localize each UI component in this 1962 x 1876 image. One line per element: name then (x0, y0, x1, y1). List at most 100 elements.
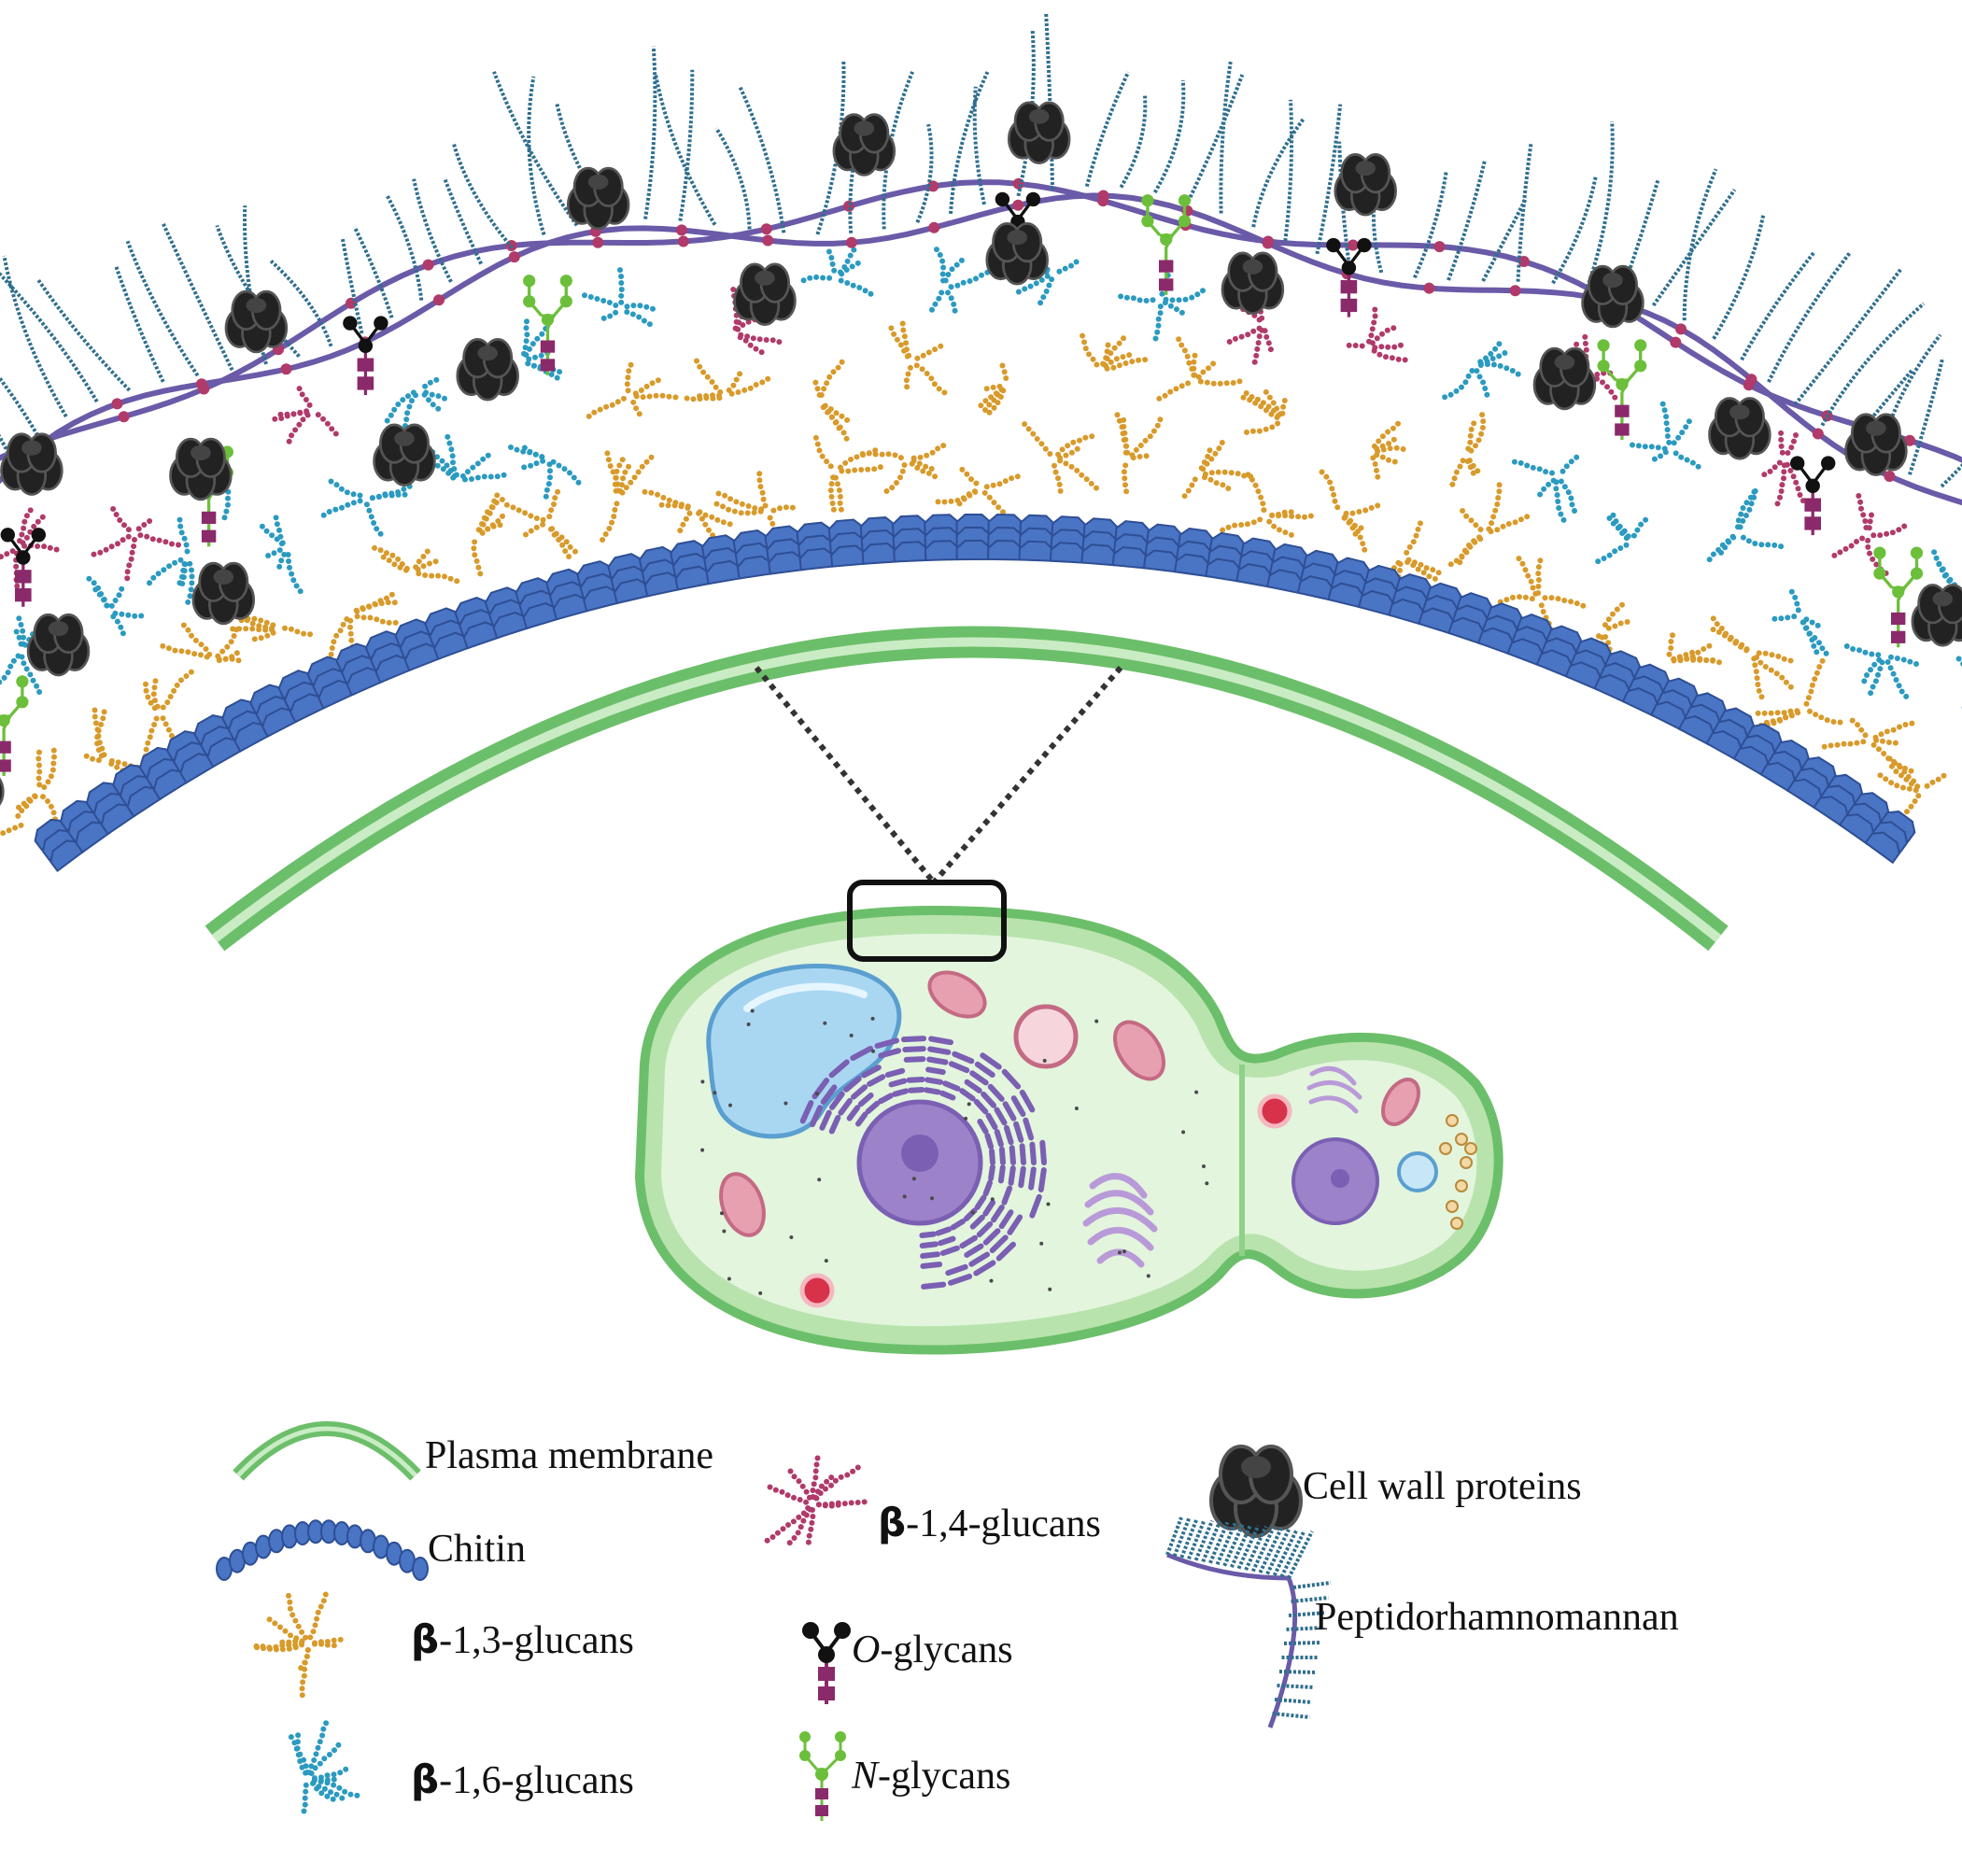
bud-golgi (1306, 1065, 1362, 1114)
vesicle (1446, 1200, 1459, 1213)
ribosome (1181, 1130, 1186, 1135)
er-segment (980, 1052, 1002, 1070)
prm-fibre (949, 71, 990, 215)
ribosome (849, 1033, 854, 1037)
prm-fibre (385, 193, 424, 301)
glucan-cluster (1114, 412, 1164, 495)
er-segment (902, 1046, 926, 1052)
chitin-unit (249, 684, 299, 738)
chitin-unit (34, 818, 86, 872)
prm-node (845, 236, 857, 248)
er-segment (1003, 1124, 1014, 1146)
glucan-cluster (147, 516, 195, 605)
cell-wall-protein (832, 113, 896, 176)
vesicle (1460, 1156, 1473, 1169)
er-segment (1001, 1068, 1022, 1090)
legend-prm-fibre (1229, 1524, 1252, 1569)
er-segment (921, 1281, 947, 1290)
cell-wall-protein (0, 432, 64, 496)
er-segment (959, 1088, 976, 1102)
cell-wall-protein (224, 289, 289, 354)
er-segment (994, 1129, 1004, 1148)
glucan-cluster (272, 386, 339, 444)
chitin-unit (1205, 531, 1247, 583)
er-segment (925, 1066, 946, 1076)
cell-wall-protein (1708, 397, 1771, 460)
er-segment (884, 1067, 906, 1078)
legend-prm-fibre (1272, 1529, 1299, 1576)
legend-prm-fibre (1172, 1517, 1192, 1558)
prm-fibre (1251, 117, 1306, 228)
vesicle (1455, 1133, 1468, 1146)
prm-fibre (643, 46, 657, 219)
cell-wall-protein (0, 777, 5, 806)
legend-prm-fibre (1277, 1684, 1315, 1689)
glucan-cluster (0, 615, 43, 695)
legend-prm-fibre (1291, 1596, 1329, 1603)
er-segment (973, 1260, 996, 1277)
legend-prm-fibre (1258, 1527, 1283, 1573)
chitin-unit (112, 764, 163, 818)
ribosome (1194, 1090, 1199, 1094)
legend-chitin-icon (216, 1519, 429, 1581)
prm-fibre (1447, 161, 1487, 281)
nucleolus (901, 1135, 939, 1172)
er-segment (995, 1241, 1016, 1262)
glucan-cluster (812, 359, 851, 442)
glucan-cluster (713, 471, 796, 546)
prm-fibre (1793, 267, 1903, 406)
er-segment (974, 1194, 987, 1210)
legend-beta-1-3-glucans-label: β-1,3-glucans (411, 1616, 634, 1662)
er-segment (850, 1046, 874, 1061)
er-segment (924, 1087, 941, 1095)
cell-wall-protein (1581, 264, 1644, 329)
er-segment (1028, 1166, 1037, 1191)
er-segment (984, 1133, 995, 1150)
er-segment (982, 1179, 993, 1197)
lipid-droplet-bud (1257, 1093, 1292, 1129)
chitin-unit (892, 515, 929, 563)
er-segment (935, 1226, 953, 1236)
ribosome (870, 1016, 875, 1021)
prm-node (762, 234, 774, 247)
er-segment (988, 1164, 995, 1181)
ribosome (1046, 1202, 1051, 1206)
prm-node (1347, 239, 1359, 251)
glucan-cluster (1181, 440, 1254, 500)
vesicle-large (1013, 1004, 1079, 1069)
legend-prm-fibre (1274, 1698, 1313, 1704)
glucan-cluster (800, 247, 874, 297)
prm-node (1812, 428, 1824, 440)
cell-wall-protein (191, 561, 256, 626)
er-segment (903, 1056, 926, 1063)
er-segment (1029, 1141, 1037, 1165)
glucan-cluster (764, 1455, 868, 1546)
cell-wall-protein (1007, 101, 1071, 164)
chitin-unit (1018, 514, 1055, 562)
glucan-cluster (1877, 755, 1947, 829)
chitin-unit (1235, 537, 1277, 588)
glucan-cluster (1447, 482, 1531, 568)
chitin-unit (60, 799, 112, 853)
zoom-line-left (754, 666, 937, 884)
er-segment (998, 1209, 1014, 1230)
legend-o-glycan-icon (802, 1622, 851, 1704)
glucan-cluster (160, 622, 242, 664)
chitin-unit (1593, 650, 1643, 704)
er-segment (964, 1243, 984, 1258)
ribosome (823, 1021, 827, 1025)
er-segment (920, 1262, 943, 1269)
prm-node (592, 236, 604, 248)
prm-node (760, 223, 772, 235)
legend-prm-fibre (1187, 1518, 1207, 1560)
ribosome (700, 1148, 705, 1152)
legend-prm-fibre (1193, 1519, 1214, 1561)
chitin-layer (34, 513, 1916, 872)
legend-o-glycans-label: O-glycans (852, 1629, 1013, 1671)
glucan-cluster (0, 822, 24, 837)
ribosome (713, 1091, 717, 1095)
er-segment (969, 1070, 989, 1086)
ribosome (967, 1102, 971, 1107)
legend-prm-fibre (1250, 1526, 1276, 1573)
prm-node (1884, 471, 1896, 482)
